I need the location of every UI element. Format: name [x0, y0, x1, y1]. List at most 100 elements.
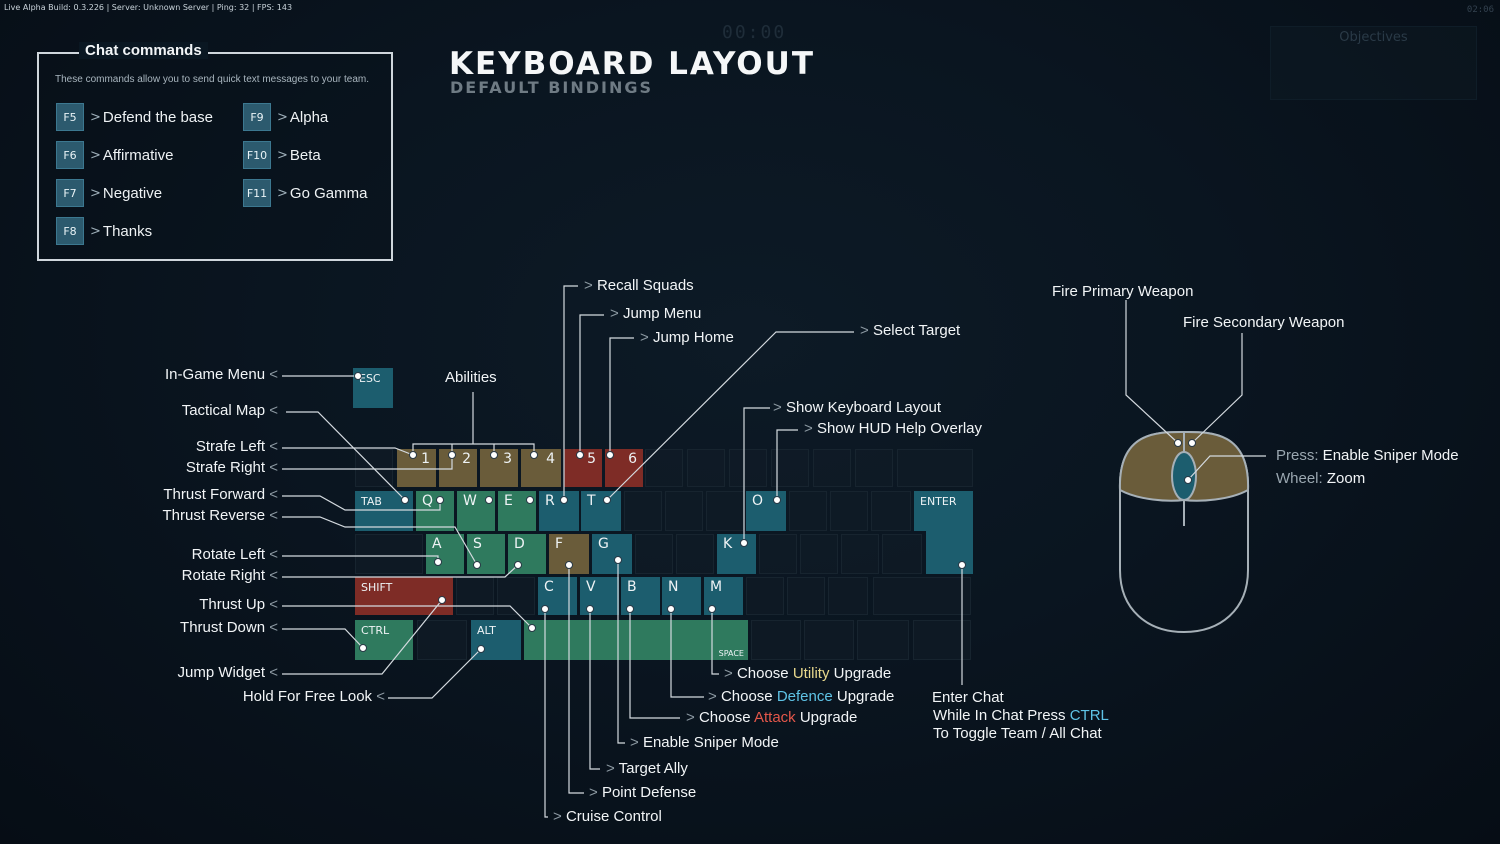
key-blank — [873, 577, 971, 615]
key-blank — [751, 620, 801, 660]
line-thrust-down — [282, 628, 364, 649]
key-badge: F8 — [56, 217, 84, 245]
chat-commands-title: Chat commands — [79, 42, 208, 59]
key-blank — [456, 577, 494, 615]
line-thrust-up — [282, 605, 533, 629]
label-thrust-down: Thrust Down < — [180, 619, 278, 636]
line-free-look — [388, 648, 482, 699]
key-badge: F9 — [243, 103, 271, 131]
key-t: T — [581, 491, 621, 531]
chat-command-f6[interactable]: F6 > Affirmative — [56, 141, 173, 169]
label-strafe-right: Strafe Right < — [185, 459, 278, 476]
label-chat-toggle: To Toggle Team / All Chat — [933, 725, 1102, 742]
line-select-target — [606, 331, 854, 501]
key-q: Q — [416, 491, 454, 531]
label-jump-widget: Jump Widget < — [177, 664, 278, 681]
chat-command-f11[interactable]: F11 > Go Gamma — [243, 179, 367, 207]
command-text: Affirmative — [102, 146, 174, 164]
key-blank — [882, 534, 922, 574]
label-recall-squads: > Recall Squads — [584, 277, 694, 294]
key-blank — [355, 534, 423, 574]
chat-command-f10[interactable]: F10 > Beta — [243, 141, 321, 169]
line-rotate-right — [282, 564, 519, 578]
key-enter: ENTER — [914, 491, 973, 531]
key-blank — [841, 534, 879, 574]
line-cruise — [544, 609, 548, 818]
chat-commands-description: These commands allow you to send quick t… — [55, 74, 370, 85]
command-text: Defend the base — [102, 108, 213, 126]
key-blank — [813, 449, 851, 487]
label-enable-sniper: > Enable Sniper Mode — [630, 734, 779, 751]
key-blank — [729, 449, 767, 487]
chat-command-f5[interactable]: F5 > Defend the base — [56, 103, 213, 131]
label-choose-utility: > Choose Utility Upgrade — [724, 665, 892, 682]
chevron-right-icon: > — [90, 185, 101, 201]
line-attack — [629, 609, 680, 719]
chat-commands-panel: Chat commands These commands allow you t… — [37, 42, 393, 261]
command-text: Thanks — [102, 222, 153, 240]
chat-command-f8[interactable]: F8 > Thanks — [56, 217, 152, 245]
label-fire-primary: Fire Primary Weapon — [1052, 283, 1194, 300]
key-blank — [665, 491, 703, 531]
label-enter-chat: Enter Chat — [932, 689, 1004, 706]
line-recall — [563, 285, 578, 500]
key-blank — [871, 491, 911, 531]
key-blank — [624, 491, 662, 531]
line-abilities-bracket — [412, 443, 535, 455]
line-thrust-forward — [282, 495, 441, 511]
key-blank — [759, 534, 797, 574]
key-4: 4 — [521, 449, 561, 487]
key-r: R — [539, 491, 579, 531]
key-f: F — [549, 534, 589, 574]
line-thrust-reverse — [282, 516, 478, 566]
key-blank — [857, 620, 909, 660]
hud-timer: 00:00 — [722, 22, 787, 43]
label-show-keyboard-layout: > Show Keyboard Layout — [773, 399, 942, 416]
key-space-label: SPACE — [718, 649, 744, 658]
line-hud-help — [776, 429, 798, 500]
label-chat-ctrl: While In Chat Press CTRL — [933, 707, 1109, 724]
key-blank — [787, 577, 825, 615]
label-show-hud-help: > Show HUD Help Overlay — [804, 420, 982, 437]
key-blank — [497, 577, 535, 615]
label-select-target: > Select Target — [860, 322, 961, 339]
key-blank — [855, 449, 893, 487]
build-info: Live Alpha Build: 0.3.226 | Server: Unkn… — [4, 3, 293, 12]
command-text: Beta — [289, 146, 321, 164]
line-jump-home — [609, 337, 634, 455]
line-fire-secondary — [1191, 333, 1243, 444]
line-strafe-right — [282, 455, 453, 470]
key-blank — [913, 620, 971, 660]
key-blank — [687, 449, 725, 487]
chat-command-f7[interactable]: F7 > Negative — [56, 179, 162, 207]
chat-command-f9[interactable]: F9 > Alpha — [243, 103, 328, 131]
key-space: SPACE — [524, 620, 748, 660]
label-thrust-reverse: Thrust Reverse < — [162, 507, 278, 524]
label-rotate-right: Rotate Right < — [181, 567, 278, 584]
key-k: K — [717, 534, 756, 574]
key-badge: F5 — [56, 103, 84, 131]
line-mouse-wheel — [1187, 455, 1266, 481]
key-blank — [676, 534, 714, 574]
label-target-ally: > Target Ally — [606, 760, 688, 777]
key-blank — [417, 620, 467, 660]
label-in-game-menu: In-Game Menu < — [165, 366, 278, 383]
line-point-defense — [568, 565, 584, 794]
label-strafe-left: Strafe Left < — [195, 438, 278, 455]
label-abilities: Abilities — [445, 369, 497, 386]
label-cruise-control: > Cruise Control — [553, 808, 662, 825]
key-badge: F7 — [56, 179, 84, 207]
label-mouse-press: Press: Enable Sniper Mode — [1276, 447, 1459, 464]
label-point-defense: > Point Defense — [589, 784, 697, 801]
line-defence — [670, 609, 704, 698]
match-clock: 02:06 — [1466, 5, 1494, 15]
key-blank — [828, 577, 868, 615]
key-3: 3 — [480, 449, 518, 487]
command-text: Go Gamma — [289, 184, 368, 202]
line-utility — [711, 609, 719, 675]
key-badge: F10 — [243, 141, 271, 169]
objectives-title: Objectives — [1339, 30, 1408, 45]
label-thrust-up: Thrust Up < — [199, 596, 278, 613]
key-blank — [635, 534, 673, 574]
